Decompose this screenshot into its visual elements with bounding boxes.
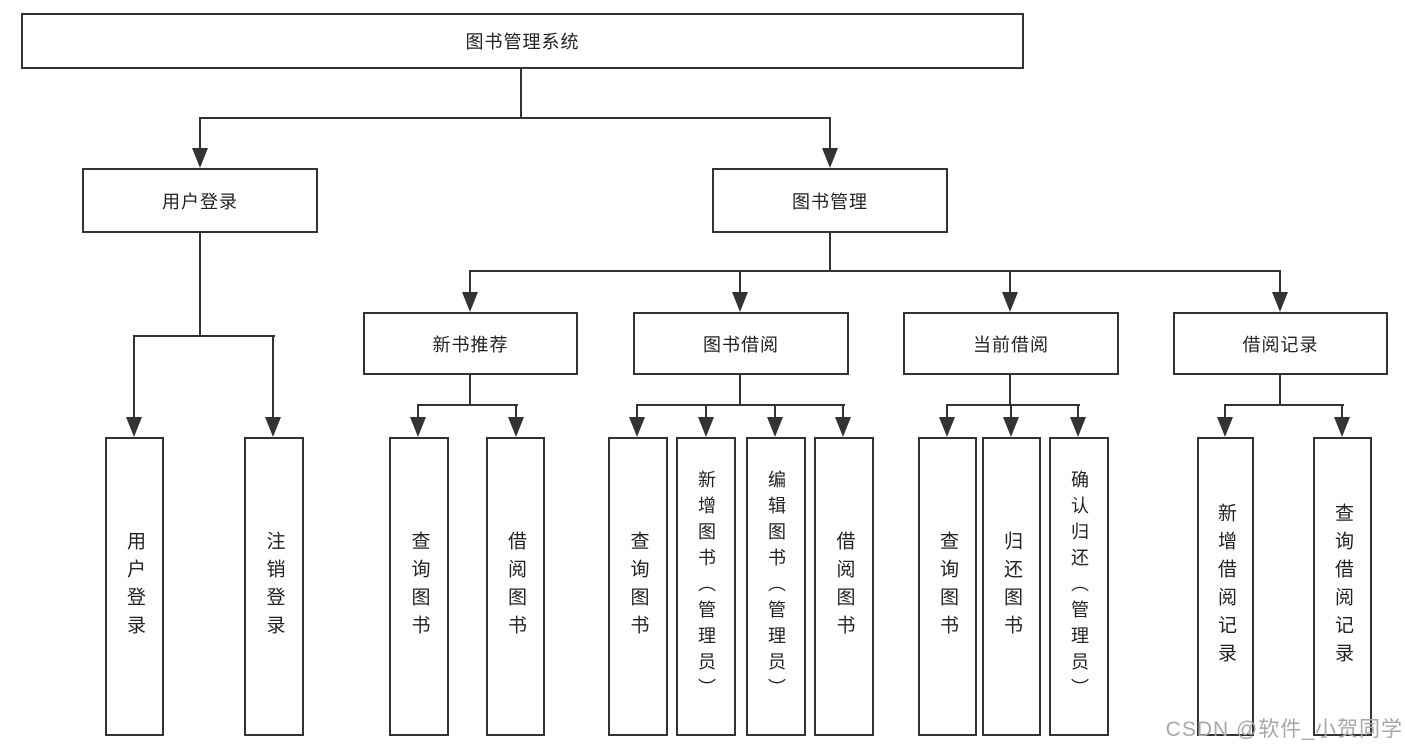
- arrow-down-icon: [767, 417, 783, 437]
- connector-line: [133, 335, 275, 337]
- connector-line: [829, 233, 831, 272]
- leaf-borrowing-borrow-books: 借阅图书: [814, 437, 874, 736]
- connector-line: [1279, 270, 1281, 294]
- node-label: 查询图书: [627, 530, 649, 643]
- connector-line: [946, 404, 1080, 406]
- connector-line: [1224, 404, 1226, 421]
- node-label: 借阅图书: [833, 530, 855, 643]
- arrow-down-icon: [192, 148, 208, 168]
- connector-line: [1010, 404, 1012, 421]
- node-label: 用户登录: [162, 191, 238, 212]
- node-label: 查询图书: [408, 530, 430, 643]
- connector-line: [1077, 404, 1079, 421]
- arrow-down-icon: [1217, 417, 1233, 437]
- connector-line: [636, 404, 845, 406]
- connector-line: [417, 404, 419, 421]
- connector-line: [1009, 375, 1011, 406]
- arrow-down-icon: [1002, 292, 1018, 312]
- connector-line: [469, 270, 1281, 272]
- node-label: 确认归还（管理员）: [1069, 469, 1089, 704]
- arrow-down-icon: [939, 417, 955, 437]
- node-label: 借阅记录: [1242, 334, 1319, 355]
- arrow-down-icon: [462, 292, 478, 312]
- connector-line: [417, 404, 518, 406]
- node-current-borrowing: 当前借阅: [903, 312, 1119, 375]
- arrow-down-icon: [835, 417, 851, 437]
- arrow-down-icon: [1070, 417, 1086, 437]
- arrow-down-icon: [1334, 417, 1350, 437]
- leaf-borrowing-add-books-admin: 新增图书（管理员）: [676, 437, 736, 736]
- node-label: 编辑图书（管理员）: [766, 469, 786, 704]
- arrow-down-icon: [126, 417, 142, 437]
- node-label: 用户登录: [124, 530, 145, 643]
- arrow-down-icon: [508, 417, 524, 437]
- node-label: 注销登录: [263, 530, 285, 643]
- leaf-current-confirm-return-admin: 确认归还（管理员）: [1049, 437, 1109, 736]
- node-user-login: 用户登录: [82, 168, 318, 233]
- connector-line: [199, 233, 201, 337]
- node-label: 新增图书（管理员）: [696, 469, 716, 704]
- connector-line: [829, 117, 831, 150]
- leaf-current-query-books: 查询图书: [918, 437, 977, 736]
- connector-line: [1224, 404, 1344, 406]
- csdn-watermark: CSDN @软件_小贺同学: [1165, 718, 1403, 741]
- connector-line: [469, 375, 471, 406]
- arrow-down-icon: [629, 417, 645, 437]
- leaf-recommend-borrow-books: 借阅图书: [486, 437, 545, 736]
- connector-line: [272, 335, 274, 419]
- connector-line: [946, 404, 948, 421]
- leaf-current-return-books: 归还图书: [982, 437, 1041, 736]
- arrow-down-icon: [822, 148, 838, 168]
- node-label: 归还图书: [1001, 530, 1022, 643]
- node-borrowing-records: 借阅记录: [1173, 312, 1388, 375]
- leaf-user-login: 用户登录: [105, 437, 164, 736]
- node-new-book-recommend: 新书推荐: [363, 312, 578, 375]
- arrow-down-icon: [265, 417, 281, 437]
- connector-line: [199, 117, 201, 150]
- node-book-borrowing: 图书借阅: [633, 312, 849, 375]
- connector-line: [739, 270, 741, 294]
- node-label: 当前借阅: [973, 334, 1049, 355]
- connector-line: [842, 404, 844, 421]
- arrow-down-icon: [1003, 417, 1019, 437]
- connector-line: [469, 270, 471, 294]
- node-book-management: 图书管理: [712, 168, 948, 233]
- arrow-down-icon: [732, 292, 748, 312]
- connector-line: [199, 117, 831, 119]
- node-label: 图书管理系统: [465, 32, 580, 52]
- node-label: 新增借阅记录: [1215, 502, 1236, 671]
- leaf-records-add-borrow-record: 新增借阅记录: [1197, 437, 1254, 736]
- arrow-down-icon: [1272, 292, 1288, 312]
- connector-line: [133, 335, 135, 419]
- leaf-borrowing-query-books: 查询图书: [608, 437, 668, 736]
- connector-line: [1279, 375, 1281, 406]
- leaf-logout: 注销登录: [244, 437, 304, 736]
- node-label: 新书推荐: [432, 334, 509, 355]
- node-label: 图书借阅: [703, 334, 779, 355]
- node-label: 图书管理: [792, 191, 868, 212]
- arrow-down-icon: [410, 417, 426, 437]
- node-root-library-management-system: 图书管理系统: [21, 13, 1024, 69]
- arrow-down-icon: [698, 417, 714, 437]
- connector-line: [705, 404, 707, 421]
- node-label: 查询图书: [937, 530, 958, 643]
- connector-line: [1009, 270, 1011, 294]
- connector-line: [515, 404, 517, 421]
- connector-line: [739, 375, 741, 406]
- leaf-records-query-borrow-record: 查询借阅记录: [1313, 437, 1372, 736]
- connector-line: [1341, 404, 1343, 421]
- connector-line: [636, 404, 638, 421]
- node-label: 查询借阅记录: [1332, 502, 1353, 671]
- leaf-borrowing-edit-books-admin: 编辑图书（管理员）: [746, 437, 806, 736]
- connector-line: [774, 404, 776, 421]
- node-label: 借阅图书: [505, 530, 526, 643]
- leaf-recommend-query-books: 查询图书: [389, 437, 449, 736]
- connector-line: [520, 68, 522, 119]
